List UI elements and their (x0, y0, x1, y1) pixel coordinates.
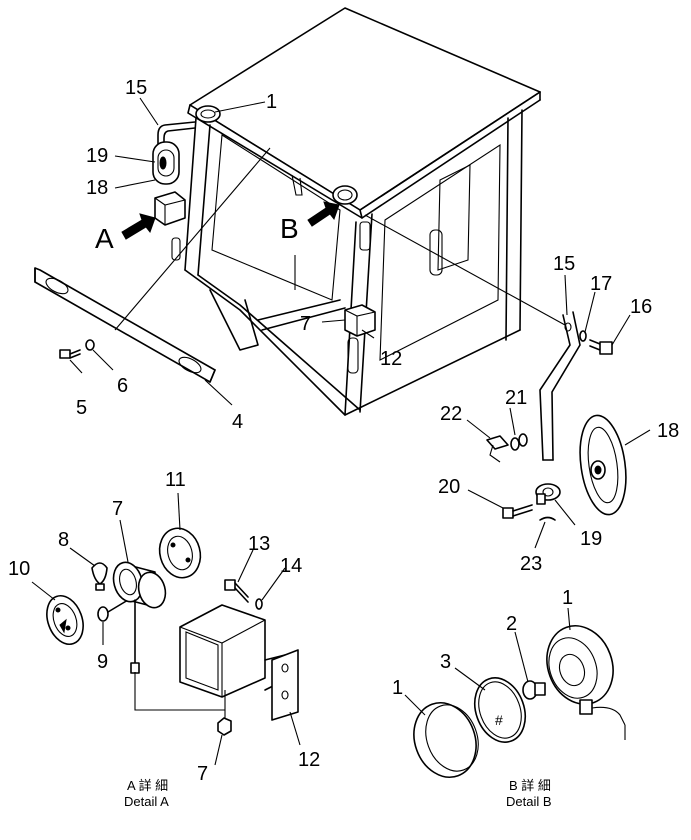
nut-7 (217, 717, 232, 736)
callout-22: 22 (440, 403, 462, 425)
lamp-housing-1 (546, 625, 626, 740)
bulb-8 (91, 562, 108, 591)
guard-plate (34, 267, 216, 383)
rim-11 (158, 527, 202, 579)
view-arrow-b (307, 201, 340, 227)
roof-lamp-left (195, 105, 221, 123)
roof-lamp-right (332, 185, 358, 205)
socket-9 (97, 599, 129, 622)
callout-15-left: 15 (125, 77, 147, 99)
callout-15-right: 15 (553, 253, 575, 275)
caption-detail-a-en: Detail A (124, 794, 169, 809)
mirror-right (579, 414, 627, 516)
nut-21 (510, 433, 528, 451)
callout-7-cab: 7 (300, 313, 311, 335)
callout-9: 9 (97, 651, 108, 673)
view-arrow-a (121, 213, 156, 240)
left-mirror-assembly (152, 121, 196, 185)
view-label-a: A (95, 223, 114, 254)
retaining-ring-1 (413, 702, 479, 778)
callout-21: 21 (505, 387, 527, 409)
bolt-5 (59, 349, 81, 359)
callout-5: 5 (76, 397, 87, 419)
callout-19-left: 19 (86, 145, 108, 167)
callout-14: 14 (280, 555, 302, 577)
callout-6: 6 (117, 375, 128, 397)
lamp-lens-10 (46, 594, 84, 646)
callout-12-cab: 12 (380, 348, 402, 370)
lamp-box-rear (344, 304, 376, 337)
lens-mark: # (495, 712, 503, 728)
callout-1-roof: 1 (266, 91, 277, 113)
cab-body (171, 7, 541, 416)
mirror-stay-right (539, 311, 581, 461)
view-label-b: B (280, 213, 299, 244)
caption-detail-b-en: Detail B (506, 794, 552, 809)
caption-detail-a-jp: A 詳 細 (127, 778, 168, 793)
callout-17: 17 (590, 273, 612, 295)
bracket-22 (486, 435, 509, 463)
callout-4: 4 (232, 411, 243, 433)
callout-23: 23 (520, 553, 542, 575)
bulb-2 (522, 680, 546, 700)
lamp-box-12 (179, 604, 299, 721)
clamp-19 (535, 483, 561, 505)
callout-1-ring: 1 (392, 677, 403, 699)
pin-23 (539, 516, 556, 521)
washer-14 (255, 598, 263, 610)
callout-12-detail: 12 (298, 749, 320, 771)
lens-3: # (473, 677, 527, 743)
callout-7-nut: 7 (197, 763, 208, 785)
washer-17 (579, 330, 587, 342)
callout-18-right: 18 (657, 420, 679, 442)
callout-10: 10 (8, 558, 30, 580)
callout-13: 13 (248, 533, 270, 555)
callout-7-detail: 7 (112, 498, 123, 520)
bolt-13 (224, 579, 249, 603)
callout-18-left: 18 (86, 177, 108, 199)
bolt-16 (589, 339, 613, 355)
callout-19-right: 19 (580, 528, 602, 550)
callout-11: 11 (165, 469, 186, 491)
callout-3: 3 (440, 651, 451, 673)
lamp-body-7 (112, 561, 167, 674)
callout-20: 20 (438, 476, 460, 498)
detail-captions: A 詳 細 Detail A B 詳 細 Detail B (124, 778, 552, 809)
washer-6 (85, 339, 95, 351)
callout-8: 8 (58, 529, 69, 551)
leader-lines (31, 97, 651, 766)
bolt-20 (502, 504, 533, 519)
lamp-box-front (154, 191, 186, 226)
callout-2: 2 (506, 613, 517, 635)
callout-16: 16 (630, 296, 652, 318)
callout-1-lamp: 1 (562, 587, 573, 609)
callout-labels: 1 15 19 18 A B 7 12 5 6 4 15 17 16 18 21… (8, 77, 679, 785)
caption-detail-b-jp: B 詳 細 (509, 778, 551, 793)
